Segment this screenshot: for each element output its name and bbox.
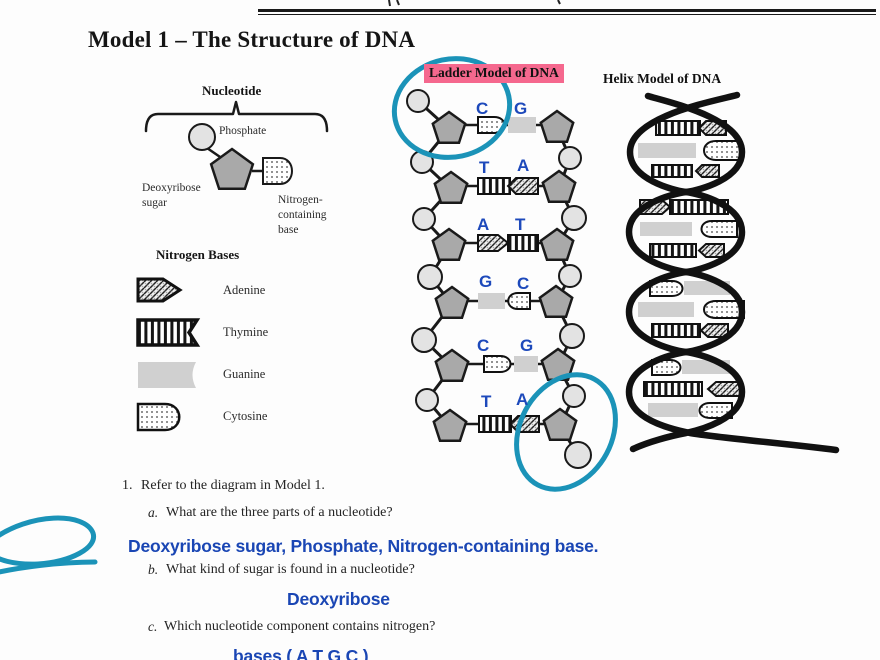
ladder-model-title: Ladder Model of DNA [424,64,564,83]
top-rule-thick [258,9,876,12]
base-letter: A [517,156,530,175]
base-letter: C [476,99,489,118]
thymine-shape [136,318,201,347]
adenine-shape [136,277,183,303]
base-label-line3: base [278,224,299,236]
circle-annotation-top [391,56,513,160]
base-letter: G [520,336,534,355]
teal-annotations [0,56,618,575]
nucleotide-diagram [144,100,329,191]
base-letter: C [477,336,490,355]
question-1-text: Refer to the diagram in Model 1. [141,478,325,493]
ladder-model [406,89,592,469]
base-letter: A [516,390,529,409]
sugar-label-line2: sugar [142,197,167,209]
helix-base-pairs [638,120,745,419]
question-c-text: Which nucleotide component contains nitr… [164,619,436,634]
phosphate-circles [406,89,592,469]
base-letter: A [477,215,490,234]
nitrogen-bases-legend-shapes [136,277,201,432]
question-a-text: What are the three parts of a nucleotide… [166,505,393,520]
margin-scribble [0,515,96,567]
nitrogen-base-shape [262,157,293,185]
guanine-shape [138,362,196,388]
legend-title: Nitrogen Bases [156,247,240,262]
base-letter: T [479,158,490,177]
base-letter: G [514,99,528,118]
nucleotide-bracket [144,100,329,133]
nucleotide-title: Nucleotide [202,83,262,98]
sugar-pentagon [209,147,255,191]
answer-a: Deoxyribose sugar, Phosphate, Nitrogen-c… [128,536,599,556]
legend-label-thymine: Thymine [223,325,269,339]
circle-annotation-bottom [514,372,618,492]
top-rule-thin [258,14,876,15]
phosphate-circle [188,123,216,151]
cropped-header-remnant [388,0,561,7]
question-c-letter: c. [148,619,158,634]
legend-label-guanine: Guanine [223,367,266,381]
sugar-label-line1: Deoxyribose [142,182,201,194]
base-letter: T [481,392,492,411]
answer-c: bases ( A T G C ) [233,646,369,660]
base-label-line1: Nitrogen- [278,194,323,206]
helix-strands [625,91,840,454]
question-b-text: What kind of sugar is found in a nucleot… [166,562,415,577]
base-letter: C [517,274,530,293]
base-letter: G [479,272,493,291]
answer-b: Deoxyribose [287,589,390,609]
cytosine-shape [136,402,181,432]
question-1-number: 1. [122,478,133,493]
page-title: Model 1 – The Structure of DNA [88,27,416,52]
helix-model-title: Helix Model of DNA [603,71,722,86]
legend-label-cytosine: Cytosine [223,409,268,423]
base-letter: T [515,215,526,234]
legend-label-adenine: Adenine [223,283,266,297]
question-a-letter: a. [148,505,159,520]
sugar-pentagons [431,109,578,443]
helix-model [625,91,840,454]
base-label-line2: containing [278,209,327,221]
phosphate-label: Phosphate [219,125,267,137]
question-b-letter: b. [148,562,159,577]
margin-scribble-tail [0,559,98,575]
